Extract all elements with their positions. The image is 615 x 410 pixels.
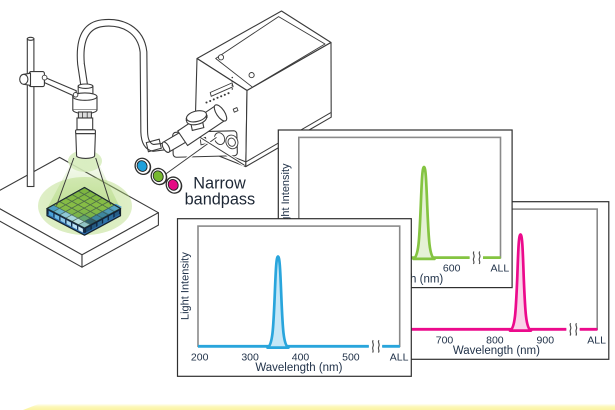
svg-text:500: 500 [342, 351, 360, 363]
svg-text:Narrow: Narrow [193, 175, 246, 193]
svg-text:Light Intensity: Light Intensity [179, 252, 191, 320]
svg-text:300: 300 [241, 351, 259, 363]
svg-text:700: 700 [436, 334, 454, 346]
svg-text:800: 800 [486, 334, 504, 346]
svg-text:ALL: ALL [390, 351, 409, 363]
svg-text:bandpass: bandpass [185, 191, 256, 209]
svg-text:Wavelength (nm): Wavelength (nm) [453, 345, 540, 357]
svg-text:ALL: ALL [587, 334, 606, 346]
svg-text:900: 900 [537, 334, 555, 346]
svg-text:200: 200 [191, 351, 209, 363]
svg-text:400: 400 [292, 351, 310, 363]
svg-text:ALL: ALL [491, 263, 510, 275]
svg-text:600: 600 [443, 263, 461, 275]
svg-text:Light Intensity: Light Intensity [280, 163, 292, 231]
svg-text:Wavelength (nm): Wavelength (nm) [255, 362, 342, 374]
